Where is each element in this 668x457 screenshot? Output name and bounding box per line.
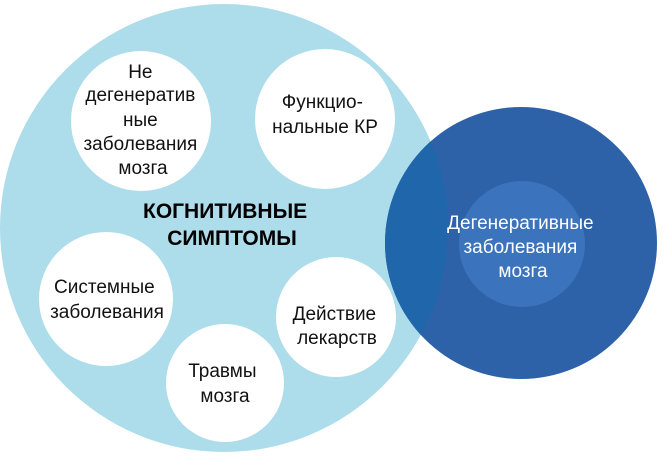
degenerative-line: мозга	[498, 261, 548, 282]
non-degenerative-circle	[71, 51, 211, 191]
degenerative-line: заболевания	[463, 237, 577, 258]
non-degenerative-line: дегенератив	[85, 85, 195, 106]
non-degenerative-line: заболевания	[83, 134, 197, 155]
drugs-line: лекарств	[297, 328, 377, 349]
functional-label: Функцио- нальные КР	[272, 92, 378, 138]
degenerative-line: Дегенеративные	[447, 213, 593, 234]
systemic-label: Системные заболевания	[50, 277, 164, 323]
cognitive-symptoms-title: КОГНИТИВНЫЕ СИМПТОМЫ	[143, 200, 313, 250]
degenerative-label: Дегенеративные заболевания мозга	[447, 213, 599, 282]
non-degenerative-line: мозга	[118, 158, 168, 179]
drugs-label: Действие лекарств	[293, 304, 382, 349]
functional-circle	[255, 49, 395, 189]
functional-line: нальные КР	[272, 117, 378, 138]
non-degenerative-label: Не дегенератив ные заболевания мозга	[83, 62, 202, 179]
systemic-line: Системные	[54, 277, 155, 298]
title-line: СИМПТОМЫ	[167, 227, 297, 250]
drugs-circle	[276, 257, 396, 377]
non-degenerative-line: Не	[128, 62, 152, 83]
systemic-line: заболевания	[50, 302, 164, 323]
trauma-line: мозга	[200, 386, 250, 407]
trauma-line: Травмы	[188, 361, 256, 382]
trauma-circle	[166, 324, 284, 442]
systemic-circle	[39, 232, 173, 366]
trauma-label: Травмы мозга	[188, 361, 262, 407]
functional-line: Функцио-	[282, 92, 363, 113]
title-line: КОГНИТИВНЫЕ	[143, 200, 307, 223]
non-degenerative-line: ные	[123, 110, 158, 131]
degenerative-inner-circle	[459, 181, 585, 307]
drugs-line: Действие	[293, 304, 377, 325]
